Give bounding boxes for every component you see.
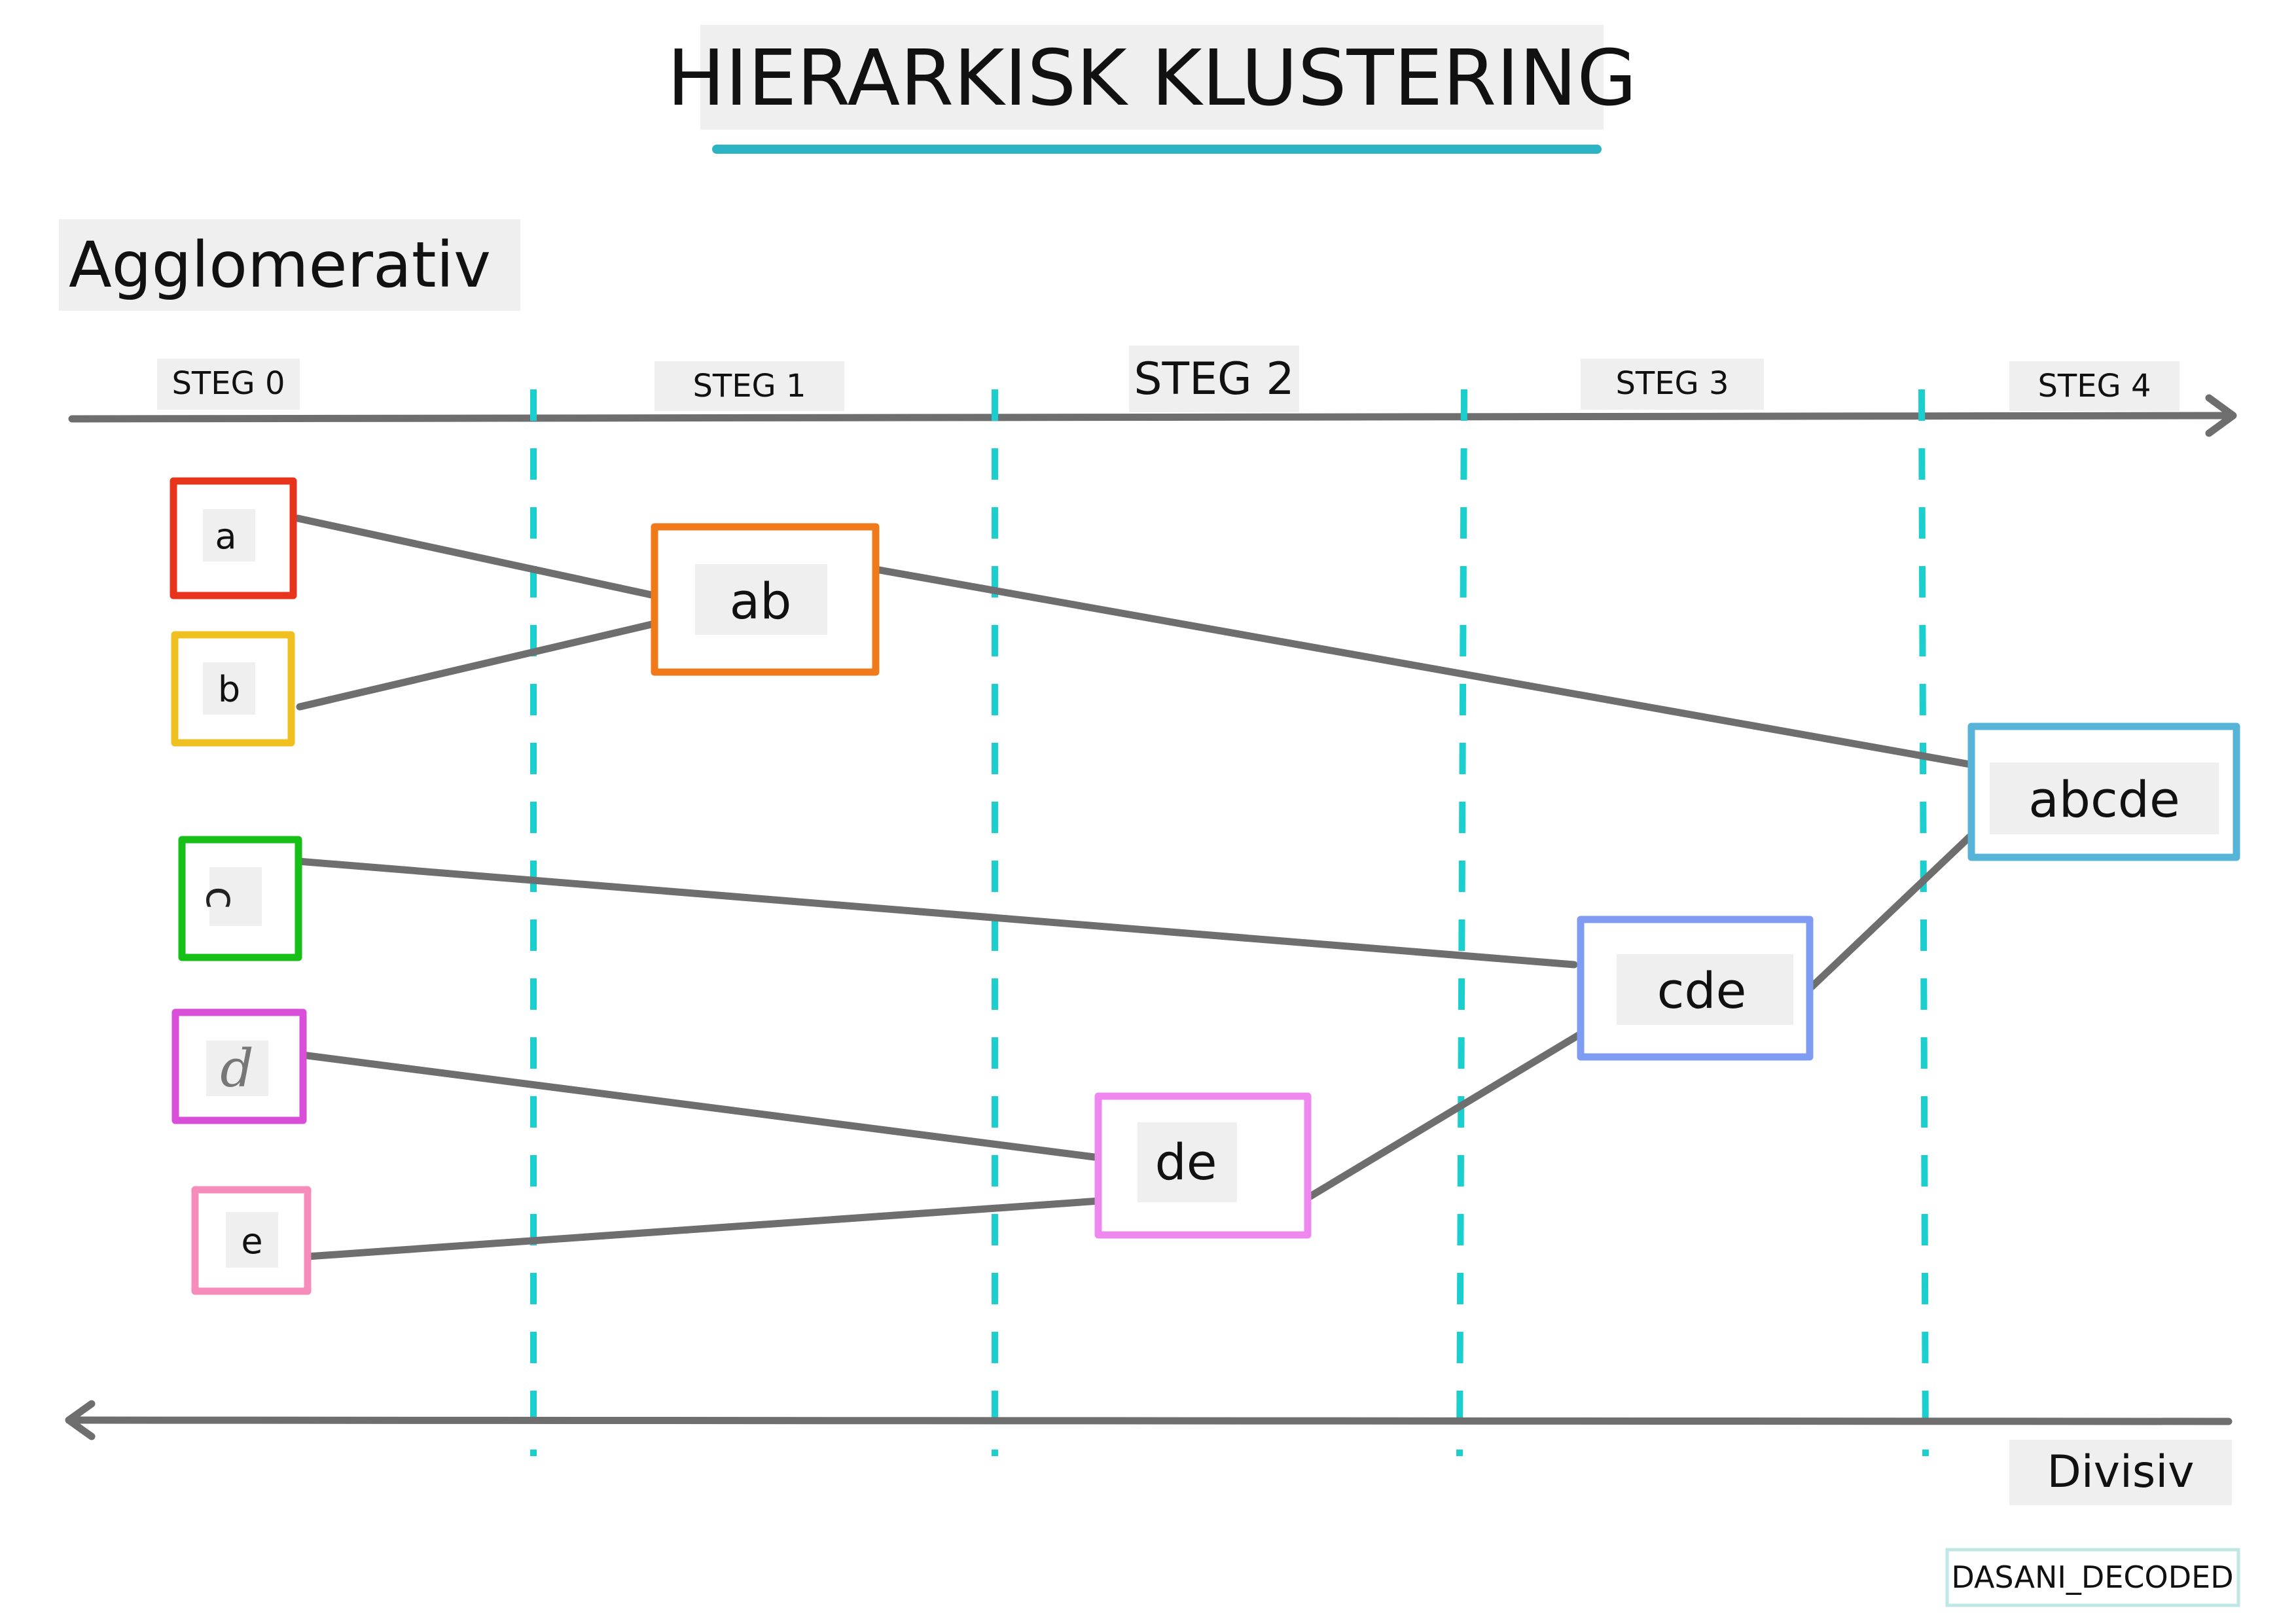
node-de: de [1094,1092,1312,1239]
connections [294,514,1974,1260]
agglomerative-label-background [59,219,520,311]
edge-a-ab [294,514,658,599]
node-c: c [178,836,302,961]
agglomerative-label: Agglomerativ [69,228,491,302]
node-d-label-background [206,1041,268,1096]
edge-de-cde [1306,1029,1587,1200]
node-ab-label-background [695,564,827,635]
divisive-axis-arrowhead [65,1400,96,1440]
watermark: DASANI_DECODED [1951,1560,2233,1595]
node-cde: cde [1577,916,1814,1061]
divisive-axis [68,1416,2233,1425]
node-a-label-background [203,509,255,562]
node-de-label: de [1155,1133,1217,1191]
step-0-label: STEG 0 [171,365,285,402]
page-title: HIERARKISK KLUSTERING [667,33,1637,123]
step-1-label-background [655,361,844,411]
edge-b-ab [296,620,658,711]
node-d-label: d [220,1038,253,1099]
node-abcde-label: abcde [2028,770,2180,829]
watermark-box [1945,1548,2240,1607]
step-4-label: STEG 4 [2037,368,2151,404]
agglomerative-axis-arrowhead [2205,394,2237,437]
divisive-label: Divisiv [2047,1446,2195,1498]
node-cde-label: cde [1657,961,1747,1020]
edge-e-de [304,1197,1103,1260]
edge-ab-abcde [872,565,1974,768]
node-abcde-label-background [1990,762,2219,834]
node-b-label-background [203,662,255,715]
step-2-label: STEG 2 [1134,353,1294,405]
step-1-label: STEG 1 [692,368,806,404]
node-d: d [171,1008,307,1124]
node-c-label: c [196,886,245,909]
node-e: e [191,1186,312,1295]
edge-cde-abcde [1808,832,1974,991]
node-b: b [171,631,295,747]
title-background [700,25,1604,130]
edge-d-de [298,1051,1098,1161]
node-b-label: b [218,669,240,710]
node-a: a [170,477,297,599]
step-3-label-background [1581,359,1764,410]
node-abcde: abcde [1967,722,2240,861]
node-cde-label-background [1617,954,1793,1025]
step-0-label-background [157,359,300,410]
node-de-label-background [1138,1122,1237,1202]
edge-c-cde [294,857,1578,969]
node-c-label-background [209,867,262,926]
node-e-label: e [241,1221,262,1262]
step-divider-4 [1918,389,1929,1457]
divisive-label-background [2009,1440,2232,1505]
step-3-label: STEG 3 [1615,365,1729,402]
node-e-label-background [226,1212,278,1268]
node-ab-label: ab [730,572,792,630]
node-a-label: a [215,516,236,557]
agglomerative-axis [68,412,2236,423]
node-ab: ab [651,523,880,676]
step-2-label-background [1129,346,1299,412]
step-divider-3 [1456,389,1467,1457]
step-4-label-background [2009,361,2179,411]
